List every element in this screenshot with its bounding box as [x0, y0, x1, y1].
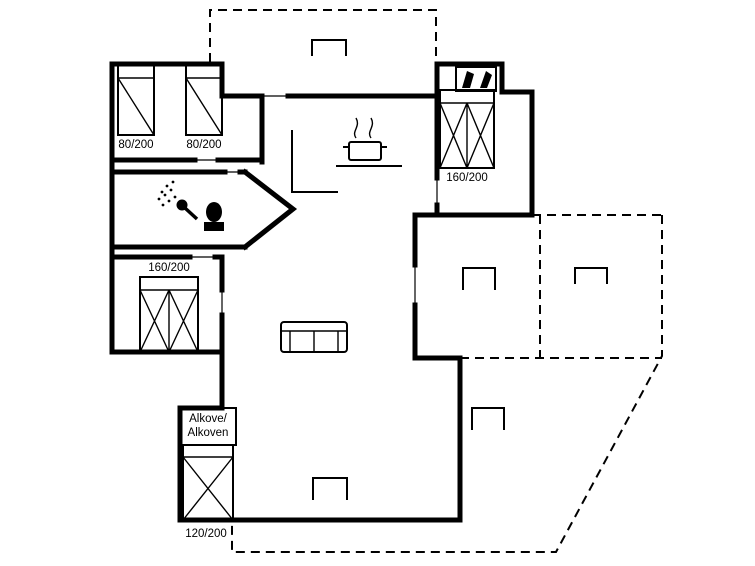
- dining-table-icon: [312, 477, 348, 500]
- bed-lines: [182, 456, 234, 521]
- bed-single-right-icon: [185, 63, 223, 136]
- spray-dot: [173, 195, 177, 199]
- shower-handle: [183, 206, 199, 221]
- bed-single-left-icon: [117, 63, 155, 136]
- steam-lines: [353, 117, 374, 139]
- bed-lines: [117, 77, 155, 136]
- toilet-bowl: [206, 202, 222, 222]
- terrace-table-icon: [462, 267, 496, 290]
- spray-dot: [167, 199, 171, 203]
- bed-size-label: 120/200: [185, 528, 227, 540]
- toilet-cistern: [204, 222, 224, 231]
- spray-dot: [163, 193, 167, 197]
- terrace-table-icon: [574, 267, 608, 284]
- shower-icon: [157, 180, 199, 221]
- spray-dot: [160, 190, 164, 194]
- door-opening-markers: [190, 95, 438, 315]
- kitchen-counter-lines: [291, 130, 402, 193]
- bed-size-label: 160/200: [446, 172, 488, 184]
- bed-lines: [139, 289, 199, 353]
- bed-lines: [185, 77, 223, 136]
- bed-lines: [439, 102, 495, 169]
- sofa-cushions: [281, 330, 347, 352]
- pot-body: [348, 141, 382, 161]
- terrace-dashed-outline: [209, 9, 663, 553]
- terrace-table-icon: [311, 39, 347, 56]
- bed-double-right-icon: [439, 89, 495, 169]
- spray-dot: [165, 184, 169, 188]
- alcove-label-line2: Alkoven: [188, 427, 229, 439]
- cooktop-icon: [343, 117, 387, 161]
- terrace-table-icon: [471, 407, 505, 430]
- alcove-label-line1: Alkove/: [189, 413, 228, 425]
- bed-frame: [117, 63, 155, 136]
- bed-size-label: 80/200: [186, 139, 221, 151]
- bed-size-label: 160/200: [148, 262, 190, 274]
- wardrobe-icon: [455, 66, 497, 92]
- spray-dot: [171, 180, 175, 184]
- spray-dot: [169, 188, 173, 192]
- bed-frame: [182, 444, 234, 521]
- bed-double-left-icon: [139, 276, 199, 353]
- bed-alcove-icon: [182, 444, 234, 521]
- house-walls: [109, 61, 535, 523]
- spray-dot: [157, 197, 161, 201]
- toilet-icon: [204, 202, 224, 231]
- bed-size-label: 80/200: [118, 139, 153, 151]
- bed-frame: [185, 63, 223, 136]
- shower-head: [176, 199, 188, 211]
- spray-dot: [161, 203, 165, 207]
- sofa-icon: [280, 321, 348, 353]
- wardrobe-contents: [462, 71, 492, 88]
